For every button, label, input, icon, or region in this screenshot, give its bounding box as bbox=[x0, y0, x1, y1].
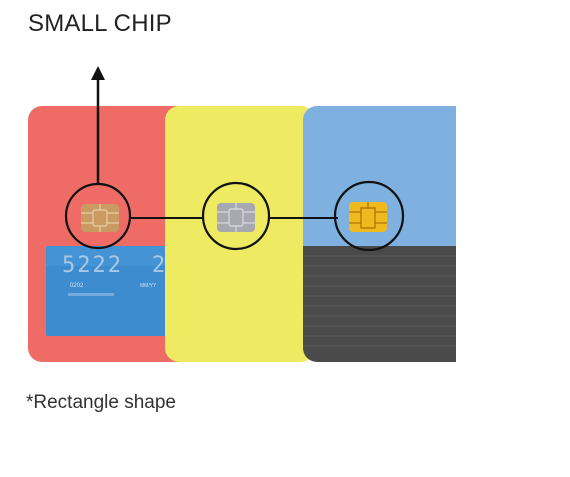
svg-text:5222: 5222 bbox=[62, 253, 123, 278]
emv-chip-icon bbox=[217, 203, 255, 232]
svg-text:MM/YY: MM/YY bbox=[140, 283, 157, 289]
emv-chip-icon bbox=[81, 204, 119, 232]
circle-highlight bbox=[64, 180, 405, 252]
svg-text:2: 2 bbox=[152, 253, 165, 278]
blue-dark-card bbox=[303, 106, 456, 362]
footnote: *Rectangle shape bbox=[26, 392, 176, 413]
emv-chip-icon bbox=[349, 202, 387, 232]
svg-text:0202: 0202 bbox=[70, 283, 84, 289]
yellow-card bbox=[165, 106, 315, 362]
inner-bank-card: 5222 2 0202 MM/YY bbox=[46, 246, 198, 336]
red-card: 5222 2 0202 MM/YY bbox=[28, 106, 198, 362]
diagram-title: SMALL CHIP bbox=[28, 10, 172, 37]
arrow-up-icon bbox=[91, 66, 105, 184]
